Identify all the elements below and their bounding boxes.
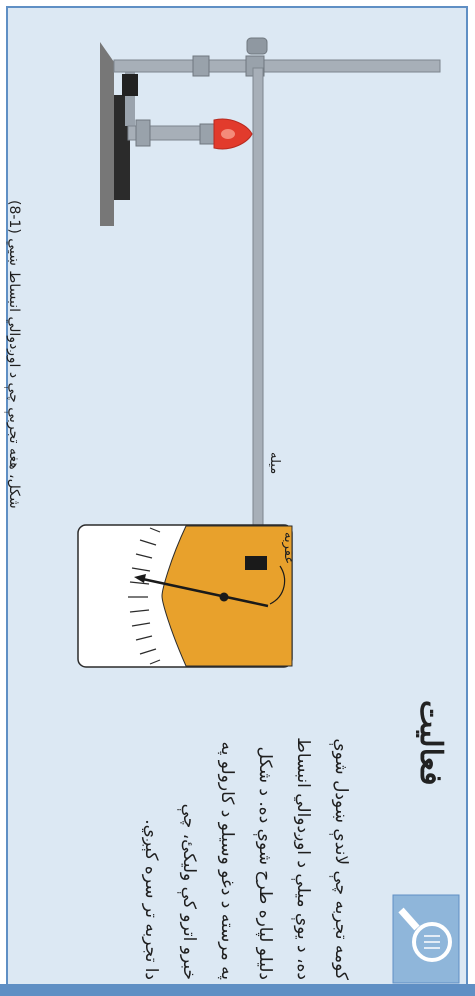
dial-scale (128, 527, 161, 665)
stand-clamp (122, 74, 138, 96)
activity-line-4: په مرسته د دغو وسیلو د کارولو په (217, 741, 237, 980)
activity-line-6: دا تجربه تر سره کېږي. (141, 819, 161, 980)
pointer-leader (269, 565, 286, 605)
activity-title: فعالیت (413, 700, 448, 786)
dial-needle (137, 576, 269, 608)
rod-end-block (245, 556, 267, 570)
support-bar (113, 59, 441, 73)
burner-block (199, 123, 215, 145)
activity-panel (6, 6, 468, 990)
magnifier-icon (398, 907, 452, 962)
bottom-bar (0, 984, 475, 996)
flame-core (221, 129, 235, 139)
activity-line-5: خبرو اترو کې ولیکئ، چې (179, 803, 199, 980)
activity-line-3: دلیلو لپاره طرح شوې ده. د شکل (255, 746, 275, 981)
activity-line-1: کومه تجربه چې لاندې ښودل شوې (331, 738, 351, 980)
activity-line-2: ده، د یوې میلې د اوږدوالي انبساط (293, 737, 313, 980)
clamp-block-1 (192, 55, 210, 77)
burner-clamp (135, 119, 151, 147)
pointer-label: عقربه (281, 532, 296, 565)
needle-tip (134, 574, 146, 583)
rod-label: میله (267, 452, 282, 475)
needle-pivot (219, 592, 229, 602)
stand-post (125, 70, 135, 126)
figure-caption: (8-1) شکل، هغه تجربې چې د اوږدوالي انبسا… (6, 200, 22, 509)
rod-knob (246, 37, 268, 55)
stand-base (100, 42, 114, 226)
